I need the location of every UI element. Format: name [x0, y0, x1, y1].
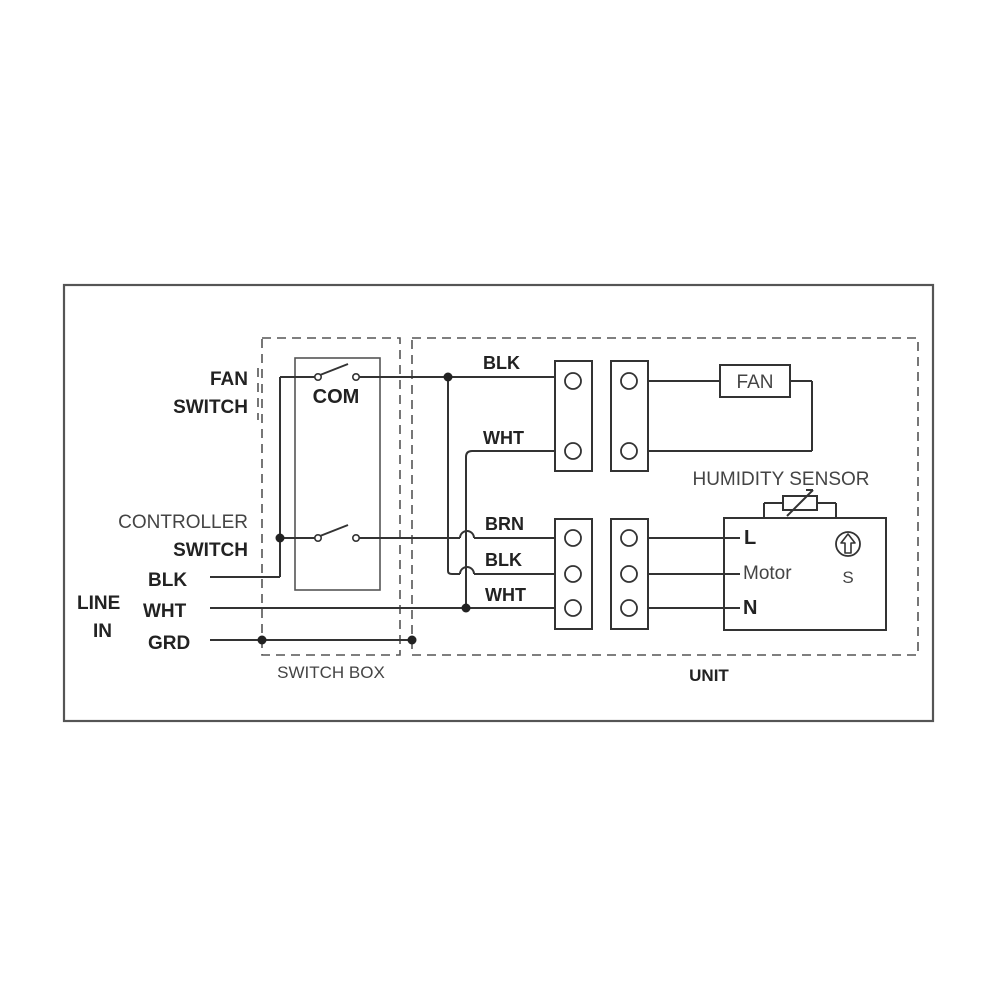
terminal-screw-icon: [620, 565, 638, 583]
terminal-block-bottom-left: [554, 518, 593, 630]
terminal-screw-icon: [564, 599, 582, 617]
thermistor-icon: [763, 489, 837, 518]
fan-switch-label-line2: SWITCH: [173, 397, 248, 418]
terminal-l-label: L: [744, 527, 756, 549]
wire-blk-corner: [447, 570, 453, 575]
terminal-block-top-left: [554, 360, 593, 472]
switch-box-enclosure: [261, 337, 401, 656]
terminal-block-top-right: [610, 360, 649, 472]
controller-label-line1: CONTROLLER: [118, 512, 248, 533]
outer-frame: [62, 283, 935, 723]
fan-switch-contact-icon: [312, 363, 360, 381]
junction-dot-icon: [443, 372, 453, 382]
terminal-block-bottom-right: [610, 518, 649, 630]
terminal-screw-icon: [564, 529, 582, 547]
junction-dot-icon: [407, 635, 417, 645]
terminal-screw-icon: [620, 442, 638, 460]
junction-dot-icon: [257, 635, 267, 645]
controller-label-line2: SWITCH: [173, 540, 248, 561]
com-label: COM: [313, 386, 360, 408]
terminal-screw-icon: [564, 565, 582, 583]
terminal-screw-icon: [564, 442, 582, 460]
line-wht-label: WHT: [143, 601, 187, 622]
junction-dot-icon: [461, 603, 471, 613]
unit-enclosure: [411, 337, 919, 656]
wire-label-bottom-wht: WHT: [485, 585, 526, 605]
line-blk-label: BLK: [148, 570, 187, 591]
wire-wht-corner: [465, 450, 473, 458]
motor-box: [723, 517, 887, 631]
terminal-screw-icon: [620, 372, 638, 390]
wire-label-mid-blk: BLK: [485, 550, 522, 570]
wire-label-top-blk: BLK: [483, 353, 520, 373]
humidity-sensor-label: HUMIDITY SENSOR: [692, 469, 869, 490]
wire-label-top-wht: WHT: [483, 428, 524, 448]
terminal-n-label: N: [743, 597, 757, 619]
terminal-screw-icon: [620, 599, 638, 617]
fan-box: [719, 364, 791, 398]
fan-switch-label-line1: FAN: [210, 369, 248, 390]
line-grd-label: GRD: [148, 633, 190, 654]
fan-label: FAN: [737, 372, 774, 393]
terminal-screw-icon: [620, 529, 638, 547]
junction-dot-icon: [275, 533, 285, 543]
terminal-motor-label: Motor: [743, 563, 792, 584]
unit-label: UNIT: [689, 666, 729, 685]
controller-switch-contact-icon: [312, 524, 360, 542]
terminal-screw-icon: [564, 372, 582, 390]
sensor-s-label: S: [842, 568, 853, 587]
line-in-label-line2: IN: [93, 621, 112, 642]
sensor-arrow-icon: [835, 531, 861, 557]
controller-body: [294, 357, 381, 591]
wire-label-brn: BRN: [485, 514, 524, 534]
line-in-label-line1: LINE: [77, 593, 120, 614]
switch-box-label: SWITCH BOX: [277, 663, 385, 682]
